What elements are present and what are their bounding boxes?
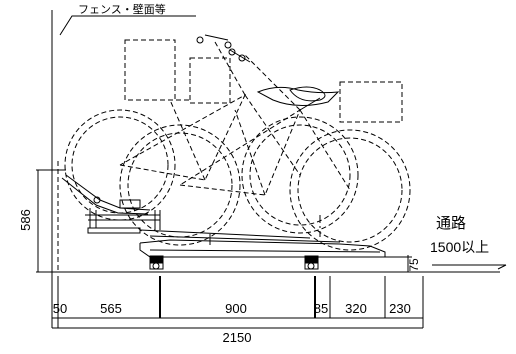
dim-segment-6: 230 <box>389 301 411 316</box>
rail-height-dimension <box>385 255 412 272</box>
height-dim-label: 586 <box>18 209 33 231</box>
rail-height-label: 75 <box>407 258 421 272</box>
bicycle-2 <box>119 48 411 251</box>
dim-segment-4: 85 <box>314 301 328 316</box>
passage-arrow <box>432 264 507 270</box>
rack-casters <box>149 255 319 270</box>
passage-width: 1500以上 <box>430 239 489 255</box>
passage-title: 通路 <box>436 215 466 232</box>
wall-leader <box>59 15 196 36</box>
dim-segment-3: 900 <box>225 301 247 316</box>
rack-frame <box>61 174 386 258</box>
bottom-dim-ticks <box>159 276 316 318</box>
dim-segment-5: 320 <box>345 301 367 316</box>
bicycle-1 <box>64 34 359 234</box>
height-dimension <box>36 169 66 273</box>
wall-label: フェンス・壁面等 <box>78 2 166 16</box>
bottom-dimensions <box>51 272 424 329</box>
wall-fence <box>51 10 59 273</box>
dim-segment-2: 565 <box>100 301 122 316</box>
dim-overall: 2150 <box>223 330 252 345</box>
dim-segment-1: 50 <box>53 301 67 316</box>
